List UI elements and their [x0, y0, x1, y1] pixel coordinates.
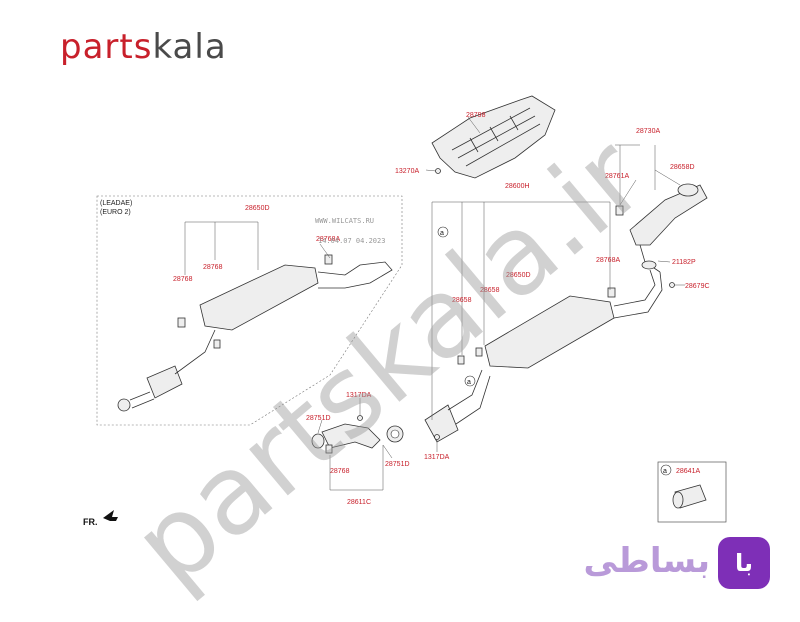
label-28768-left-a: 28768 — [203, 264, 223, 271]
logo-part1: parts — [60, 27, 153, 67]
basati-logo: با بساطی — [545, 535, 770, 591]
heat-shield — [431, 95, 556, 179]
variant-box — [96, 195, 403, 426]
svg-text:FR.: FR. — [83, 517, 98, 527]
right-muffler-assembly — [424, 183, 708, 443]
label-28611c: 28611C — [347, 499, 371, 506]
callout-a-1: a — [437, 226, 449, 238]
label-28600h: 28600H — [505, 183, 530, 190]
basati-logo-box: با — [718, 537, 770, 589]
svg-text:a: a — [663, 468, 667, 475]
label-28658-a: 28658 — [480, 287, 500, 294]
variant-label-line1: (LEADAE) — [100, 200, 132, 207]
label-28650d-right: 28650D — [506, 272, 531, 279]
label-28751d-right: 28751D — [385, 461, 410, 468]
label-28658d: 28658D — [670, 164, 695, 171]
logo-part2: kala — [152, 27, 227, 67]
label-13270a: 13270A — [395, 168, 419, 175]
partskala-logo: partskala — [60, 30, 227, 64]
label-1317da-bottom: 1317DA — [424, 454, 450, 461]
label-1317da-top: 1317DA — [346, 392, 372, 399]
bolt-13270a — [435, 168, 441, 174]
label-28679c: 28679C — [685, 283, 710, 290]
label-28658-b: 28658 — [452, 297, 472, 304]
svg-text:a: a — [467, 379, 471, 386]
callout-a-2: a — [464, 375, 476, 387]
svg-text:a: a — [440, 230, 444, 237]
label-28798: 28798 — [466, 112, 486, 119]
stamp-line1: WWW.WILCATS.RU — [315, 217, 374, 225]
front-pipe-28611c — [311, 415, 440, 454]
detail-box-28641a: a 28641A — [657, 461, 727, 523]
front-indicator: FR. — [83, 510, 118, 527]
label-28768a-right: 28768A — [596, 257, 620, 264]
label-28650d-left: 28650D — [245, 205, 270, 212]
label-28768-left-b: 28768 — [173, 276, 193, 283]
label-21182p: 21182P — [672, 259, 696, 266]
label-28751d-left: 28751D — [306, 415, 331, 422]
label-28768a-left: 28768A — [316, 236, 340, 243]
label-28730a: 28730A — [636, 128, 660, 135]
label-28641a: 28641A — [676, 468, 700, 475]
variant-label-line2: (EURO 2) — [100, 209, 131, 216]
basati-logo-text: بساطی — [583, 541, 710, 581]
label-28768-bottom: 28768 — [330, 468, 350, 475]
left-muffler-assembly — [117, 254, 393, 412]
stamp-line2: 14.04.07 04.2023 — [318, 237, 385, 245]
label-28761a: 28761A — [605, 173, 629, 180]
